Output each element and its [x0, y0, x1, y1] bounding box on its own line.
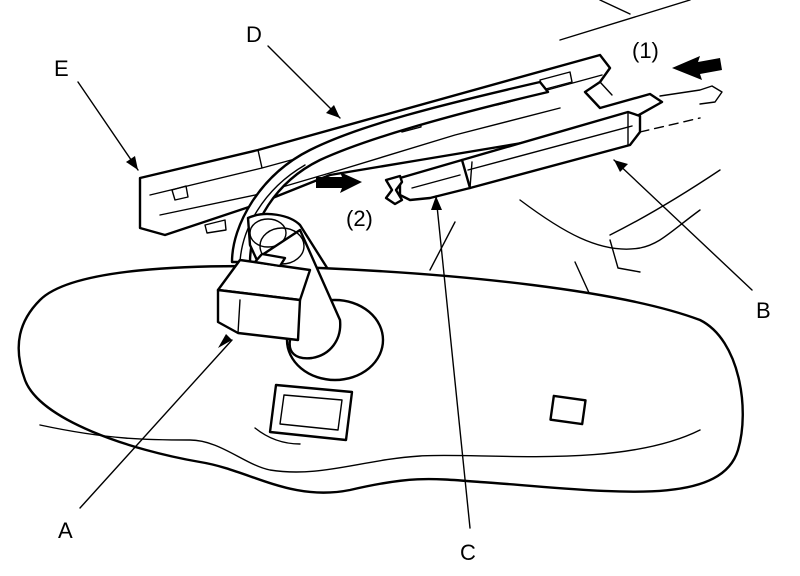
connector-a [216, 252, 312, 342]
label-c: C [460, 540, 476, 565]
leader-e [77, 81, 139, 171]
leader-b-arrowhead [614, 160, 628, 172]
direction-arrows [316, 56, 722, 193]
leader-e-arrowhead [126, 156, 138, 170]
rear-view-mirror [17, 264, 744, 494]
leader-d-arrowhead [326, 105, 340, 118]
leader-d [267, 45, 341, 119]
leader-lines [77, 45, 753, 529]
label-d: D [246, 22, 262, 47]
arrow-step-1 [672, 56, 722, 80]
leader-a [79, 339, 233, 509]
label-a: A [58, 518, 73, 543]
leader-b [613, 159, 753, 291]
label-step-1: (1) [632, 38, 659, 63]
label-b: B [756, 298, 771, 323]
cover-c [384, 158, 472, 206]
leader-c-arrowhead [431, 196, 442, 210]
mirror-button [549, 394, 587, 426]
label-step-2: (2) [346, 206, 373, 231]
leader-c [435, 195, 471, 529]
label-e: E [54, 56, 69, 81]
arrow-step-2 [316, 172, 362, 193]
background-lines [429, 0, 721, 296]
labels: A B C D E (1) (2) [54, 22, 771, 565]
leader-a-arrowhead [218, 334, 232, 348]
cover-b [460, 85, 723, 190]
